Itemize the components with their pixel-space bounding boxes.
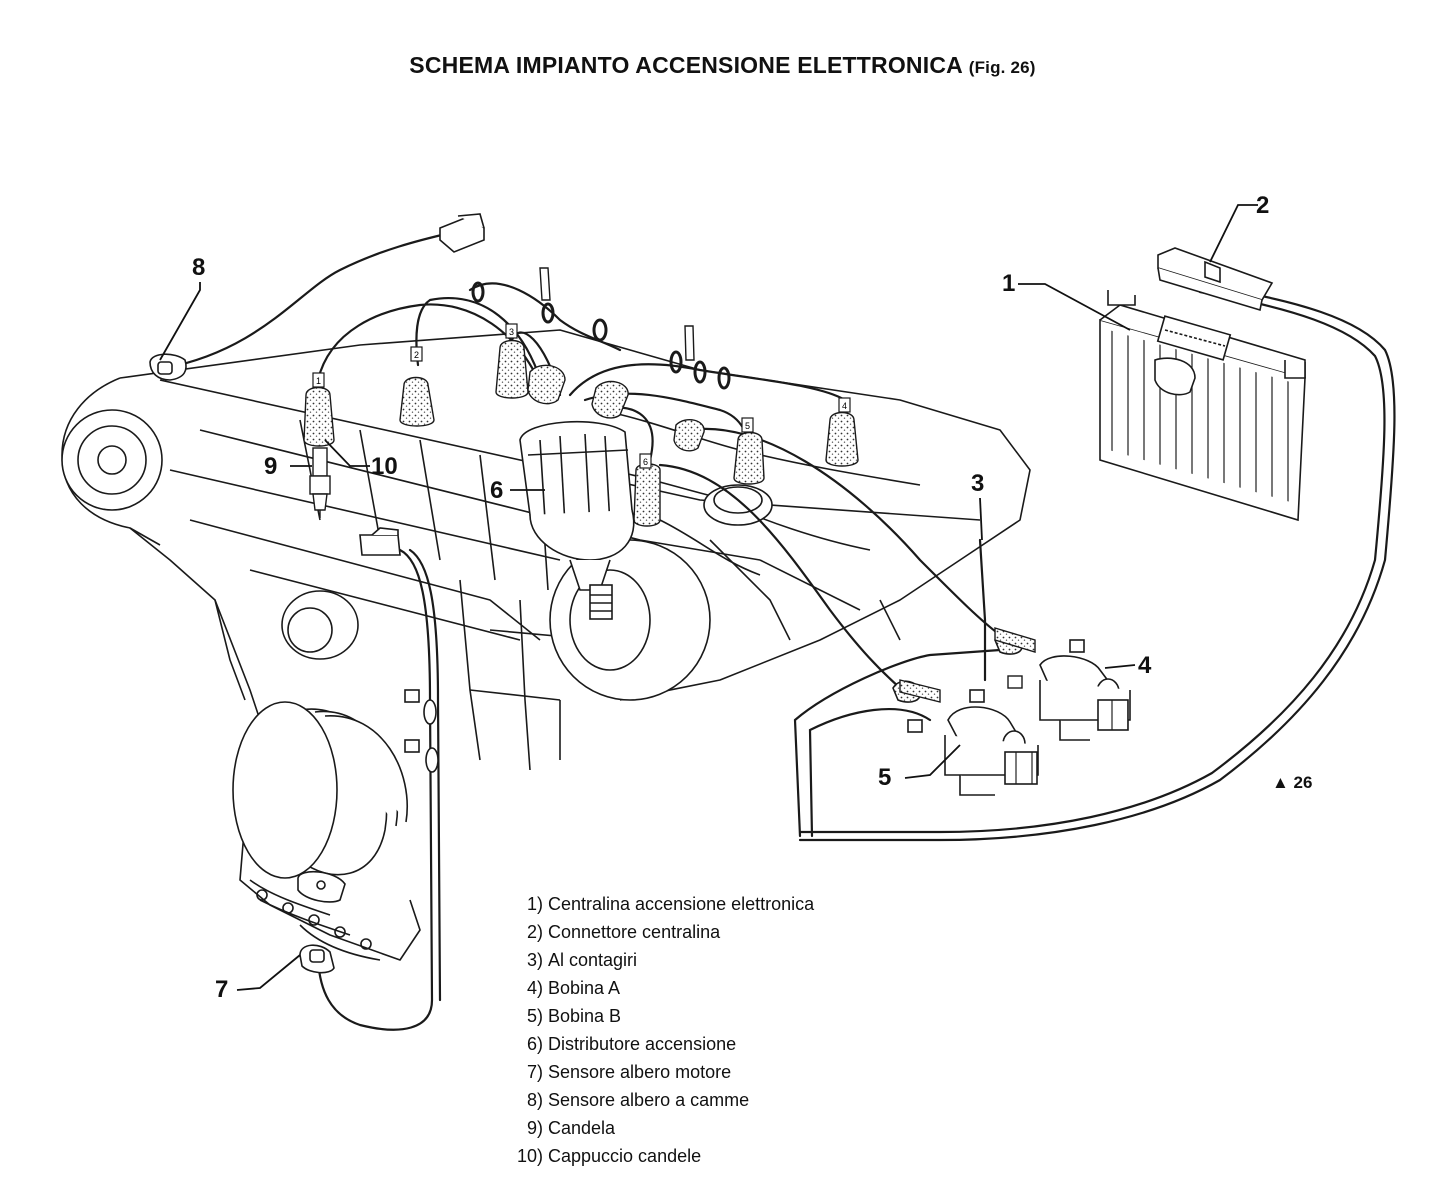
tacho-connector [1007,675,1023,689]
legend-item: 9)Candela [505,1114,814,1142]
distributor [519,420,635,620]
legend-text: Candela [548,1118,616,1138]
coil-lead-connectors [899,627,1036,703]
callout-2: 2 [1256,192,1270,219]
cam-sensor-connector [439,213,485,253]
title-figure-number: (Fig. 26) [968,58,1036,77]
legend-number: 4) [526,978,543,998]
legend-text: Cappuccio candele [548,1146,702,1166]
crank-pulley [232,701,408,879]
legend-item: 10)Cappuccio candele [505,1142,814,1170]
legend-item: 3)Al contagiri [505,946,814,974]
legend-text: Sensore albero motore [548,1062,732,1082]
legend-item: 5)Bobina B [505,1002,814,1030]
legend-text: Bobina B [548,1006,622,1026]
callout-1: 1 [1002,270,1016,297]
lead-tags [312,323,851,469]
legend-item: 8)Sensore albero a camme [505,1086,814,1114]
legend-item: 1)Centralina accensione elettronica [505,890,814,918]
idler-pulley [281,590,359,660]
callout-6: 6 [490,477,504,504]
lead-brackets [539,267,695,361]
legend-item: 6)Distributore accensione [505,1030,814,1058]
legend-number: 10) [516,1146,543,1166]
title-main: SCHEMA IMPIANTO ACCENSIONE ELETTRONICA [409,52,963,78]
engine-block [61,329,1031,961]
spark-plug [309,447,331,518]
legend-text: Sensore albero a camme [548,1090,750,1110]
cam-sensor [149,353,187,381]
lead-clips [471,281,731,390]
legend-text: Centralina accensione elettronica [548,894,815,914]
crank-sensor [297,871,346,974]
legend-item: 4)Bobina A [505,974,814,1002]
crank-sensor-connector [359,527,439,773]
callout-leaders [159,204,1258,991]
callout-5: 5 [878,764,892,791]
callout-9: 9 [264,453,278,480]
legend-number: 7) [526,1062,543,1082]
legend-text: Connettore centralina [548,922,721,942]
legend-text: Bobina A [548,978,621,998]
legend-number: 1) [526,894,543,914]
callout-10: 10 [371,453,398,480]
diagram-title: SCHEMA IMPIANTO ACCENSIONE ELETTRONICA (… [0,52,1445,79]
plug-boots [303,339,859,527]
ecu-unit [1099,290,1306,522]
callout-8: 8 [192,254,206,281]
callout-7: 7 [215,976,229,1003]
cam-pulley [61,409,163,511]
callout-4: 4 [1138,652,1152,679]
legend-item: 2)Connettore centralina [505,918,814,946]
legend-number: 6) [526,1034,543,1054]
legend-number: 2) [526,922,543,942]
legend-list: 1)Centralina accensione elettronica 2)Co… [505,890,814,1170]
legend-text: Al contagiri [548,950,638,970]
legend-number: 3) [526,950,543,970]
legend-number: 8) [526,1090,543,1110]
legend-number: 9) [526,1118,543,1138]
legend-text: Distributore accensione [548,1034,737,1054]
ecu-connector [1157,247,1274,312]
coil-b [892,680,1039,796]
legend-number: 5) [526,1006,543,1026]
oil-filler-cap [703,484,773,526]
figure-reference: ▲ 26 [1272,773,1313,792]
legend-item: 7)Sensore albero motore [505,1058,814,1086]
callout-3: 3 [971,470,985,497]
